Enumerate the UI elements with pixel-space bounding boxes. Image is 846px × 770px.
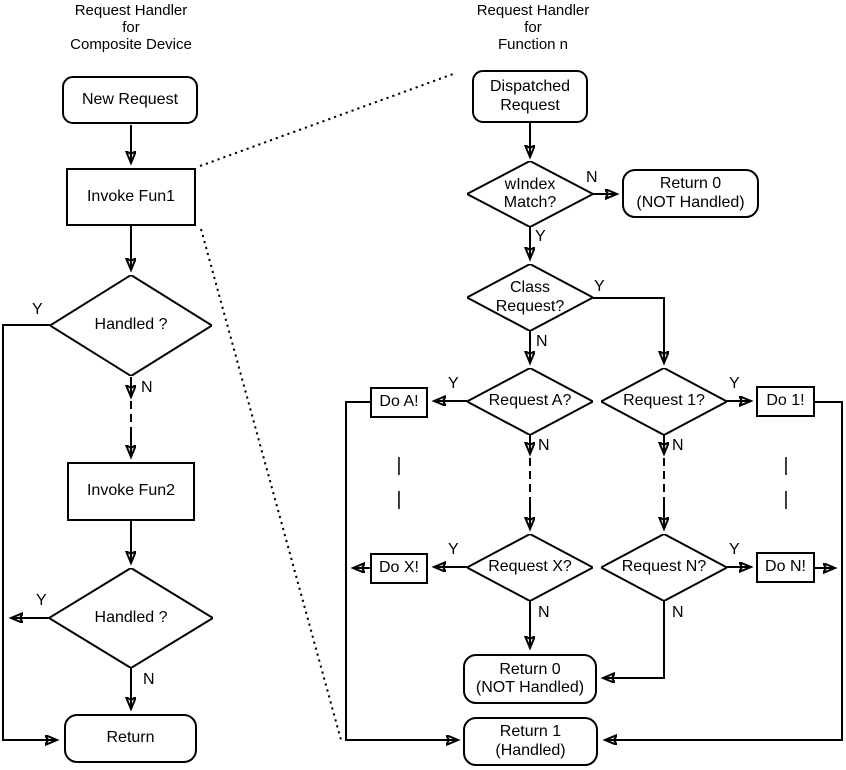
- label-handled1-yes: Y: [32, 301, 43, 318]
- diamond-shape: [467, 161, 593, 227]
- node-return-label: Return: [106, 729, 155, 747]
- node-request-1-label: Request 1?: [623, 392, 705, 410]
- node-return-0-bottom: Return 0 (NOT Handled): [463, 654, 597, 704]
- node-request-x: Request X?: [467, 534, 593, 601]
- diamond-shape: [467, 368, 593, 435]
- node-invoke-fun2: Invoke Fun2: [67, 462, 195, 521]
- diamond-shape: [467, 264, 593, 331]
- label-request-a-yes: Y: [448, 375, 459, 392]
- node-windex-match: wIndex Match?: [467, 161, 593, 227]
- node-handled-1-label: Handled ?: [94, 316, 168, 334]
- label-handled2-yes: Y: [36, 592, 47, 609]
- node-do-a-label: Do A!: [379, 393, 419, 411]
- node-request-a: Request A?: [467, 368, 593, 435]
- node-do-n-label: Do N!: [765, 558, 806, 576]
- node-request-x-label: Request X?: [488, 558, 572, 576]
- diamond-shape: [601, 534, 727, 601]
- label-request-1-yes: Y: [729, 375, 740, 392]
- label-request-1-no: N: [672, 437, 684, 454]
- node-return: Return: [64, 714, 197, 763]
- diamond-shape: [50, 275, 212, 376]
- node-do-n: Do N!: [756, 552, 815, 583]
- node-return-1: Return 1 (Handled): [463, 717, 598, 766]
- label-request-a-no: N: [538, 437, 550, 454]
- node-invoke-fun1: Invoke Fun1: [66, 168, 196, 226]
- node-do-1-label: Do 1!: [766, 392, 805, 410]
- zoom-connector-top: [199, 72, 457, 167]
- edge-do1-rightline-to-return1: [607, 401, 843, 740]
- label-handled2-no: N: [143, 671, 155, 688]
- node-handled-1: Handled ?: [50, 275, 212, 376]
- ellipsis-right-column: | |: [783, 455, 789, 510]
- node-class-request-label: Class Request?: [495, 279, 565, 315]
- right-chart-title: Request Handler for Function n: [476, 2, 590, 53]
- left-chart-title: Request Handler for Composite Device: [70, 2, 192, 53]
- edge-class-yes-to-request1: [592, 297, 664, 361]
- node-handled-2-label: Handled ?: [94, 608, 168, 626]
- label-request-x-no: N: [538, 604, 550, 621]
- label-request-n-yes: Y: [729, 541, 740, 558]
- node-return-0-bottom-label: Return 0 (NOT Handled): [475, 660, 585, 696]
- node-do-x: Do X!: [370, 553, 428, 584]
- edge-requestn-no-to-return0bottom: [605, 601, 665, 678]
- label-handled1-no: N: [141, 379, 153, 396]
- edge-doa-leftline-to-return1: [345, 401, 456, 740]
- node-request-n: Request N?: [601, 534, 727, 601]
- label-request-x-yes: Y: [448, 541, 459, 558]
- node-invoke-fun2-label: Invoke Fun2: [86, 482, 176, 500]
- zoom-connector-bottom: [200, 228, 342, 741]
- node-request-n-label: Request N?: [621, 558, 707, 576]
- node-do-x-label: Do X!: [378, 559, 419, 577]
- label-class-yes: Y: [594, 278, 605, 295]
- node-handled-2: Handled ?: [49, 568, 213, 668]
- label-windex-yes: Y: [535, 228, 546, 245]
- label-class-no: N: [536, 333, 548, 350]
- edge-handled1-yes-to-return: [2, 324, 55, 740]
- node-return-0-top-label: Return 0 (NOT Handled): [636, 175, 745, 211]
- node-dispatched-request-label: Dispatched Request: [489, 78, 571, 114]
- ellipsis-left-column: | |: [396, 455, 402, 510]
- node-do-1: Do 1!: [756, 386, 815, 417]
- diamond-shape: [467, 534, 593, 601]
- label-windex-no: N: [586, 169, 598, 186]
- node-invoke-fun1-label: Invoke Fun1: [86, 187, 176, 205]
- node-dispatched-request: Dispatched Request: [472, 70, 588, 123]
- diamond-shape: [601, 368, 727, 435]
- node-windex-match-label: wIndex Match?: [503, 175, 557, 211]
- node-request-a-label: Request A?: [488, 392, 572, 410]
- node-request-1: Request 1?: [601, 368, 727, 435]
- node-class-request: Class Request?: [467, 264, 593, 331]
- diamond-shape: [49, 568, 213, 668]
- node-new-request: New Request: [62, 76, 198, 124]
- node-new-request-label: New Request: [81, 90, 179, 108]
- node-do-a: Do A!: [370, 387, 428, 418]
- label-request-n-no: N: [672, 604, 684, 621]
- node-return-0-top: Return 0 (NOT Handled): [622, 169, 759, 218]
- node-return-1-label: Return 1 (Handled): [495, 723, 566, 759]
